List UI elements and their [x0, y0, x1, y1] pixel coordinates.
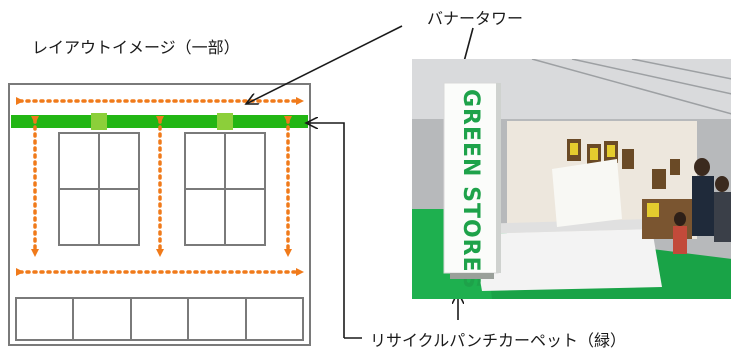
banner-tower-photo: [443, 82, 499, 274]
tower-block-right: [217, 113, 233, 130]
banner-tower-label: バナータワー: [427, 9, 524, 28]
leader-carpet-diagram: [306, 123, 345, 338]
shelf-unit-left: [58, 132, 140, 246]
booth-outline: [8, 83, 311, 346]
banner-tower-text: GREEN STORES: [458, 89, 483, 290]
leader-tower-diagram: [246, 25, 403, 104]
shelf-unit-right: [184, 132, 266, 246]
booth-photo: GREEN STORES: [412, 59, 731, 299]
counter-row: [15, 297, 304, 341]
layout-caption: レイアウトイメージ（一部）: [32, 38, 240, 57]
tower-block-left: [91, 113, 107, 130]
carpet-label: リサイクルパンチカーペット（緑）: [370, 331, 627, 350]
